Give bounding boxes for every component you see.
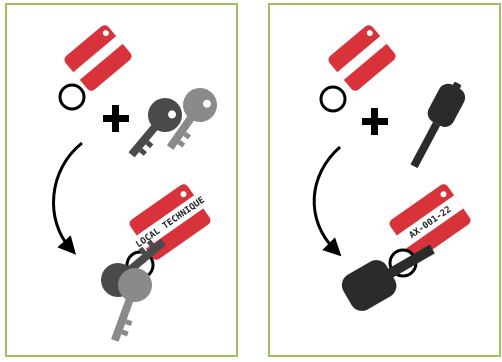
key-tag-icon <box>62 23 133 93</box>
plus-icon <box>103 105 129 132</box>
key-tag-icon <box>326 23 397 93</box>
curved-arrow-icon <box>314 147 340 250</box>
car-key-icon <box>402 77 471 173</box>
keyring-keys-icon <box>94 229 174 346</box>
key-ring-icon <box>60 85 84 109</box>
key-ring-icon <box>321 87 345 111</box>
key-pair-icon <box>119 81 224 165</box>
plus-icon <box>362 108 388 135</box>
curved-arrow-icon <box>54 143 82 248</box>
